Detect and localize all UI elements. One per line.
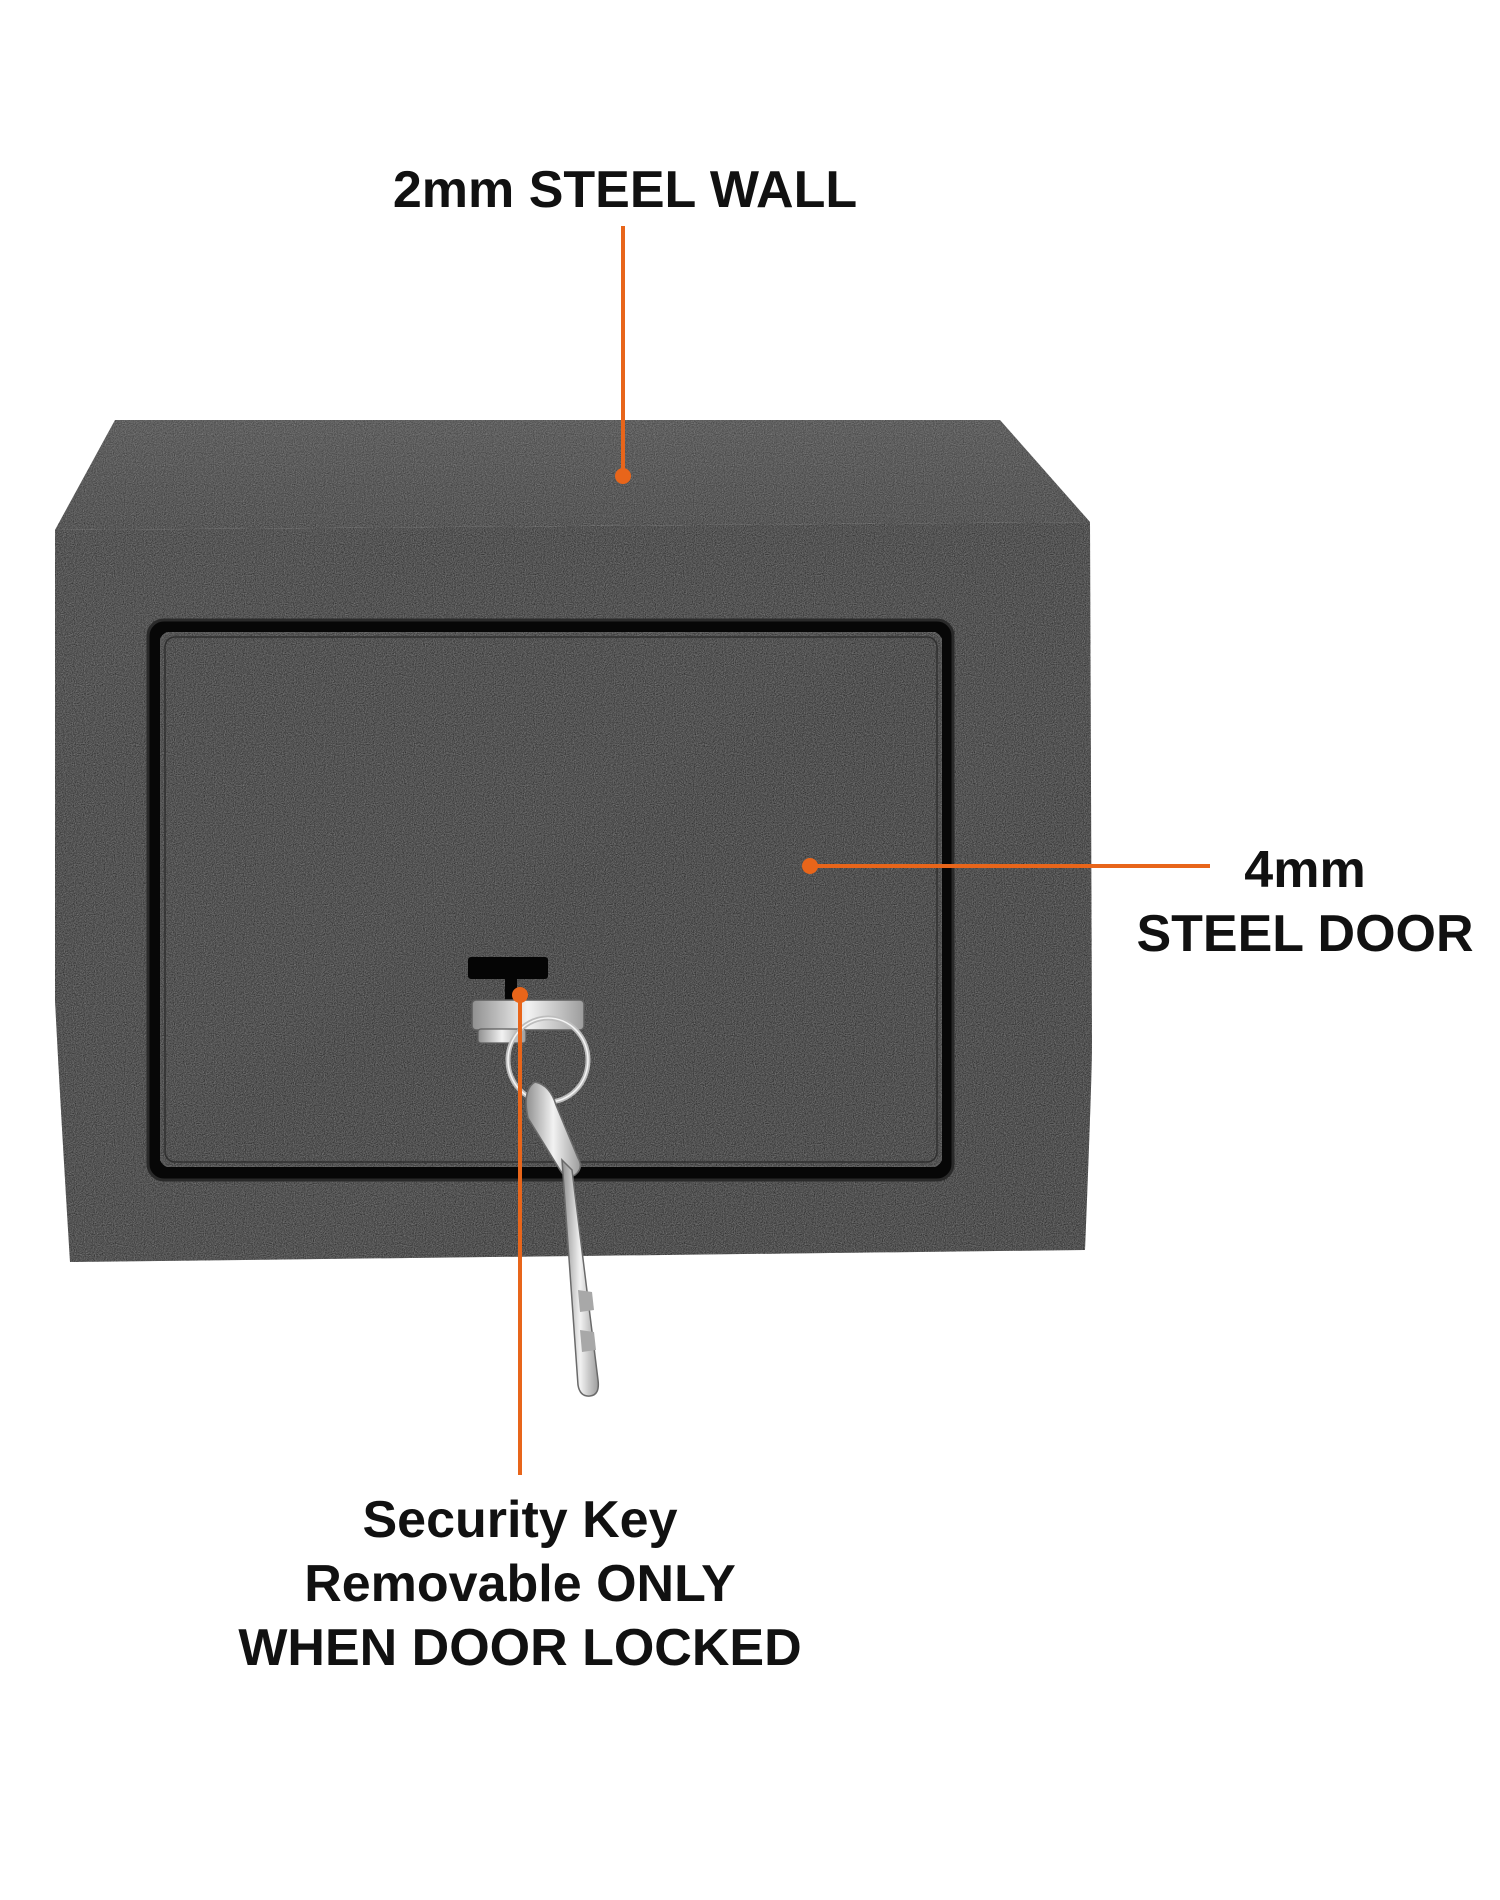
key-callout-dot <box>512 987 528 1003</box>
wall-callout-label: 2mm STEEL WALL <box>375 158 875 222</box>
wall-callout-line-1: 2mm STEEL WALL <box>392 161 858 219</box>
safe-door <box>159 631 943 1168</box>
door-callout-dot <box>802 858 818 874</box>
key-icon <box>471 999 600 1397</box>
key-callout-line-1: Security Key <box>362 1491 678 1549</box>
door-callout-line-1: 4mm <box>1244 841 1366 899</box>
door-callout-label: 4mm STEEL DOOR <box>1130 838 1480 966</box>
keyhole-plate <box>468 957 548 979</box>
door-bevel <box>164 636 938 1163</box>
key-callout-line-3: WHEN DOOR LOCKED <box>238 1619 802 1677</box>
door-callout-line-2: STEEL DOOR <box>1136 905 1474 963</box>
wall-callout-dot <box>615 468 631 484</box>
key-callout-line-2: Removable ONLY <box>304 1555 736 1613</box>
key-callout-label: Security Key Removable ONLY WHEN DOOR LO… <box>220 1488 820 1680</box>
safe-top-face <box>55 420 1090 530</box>
